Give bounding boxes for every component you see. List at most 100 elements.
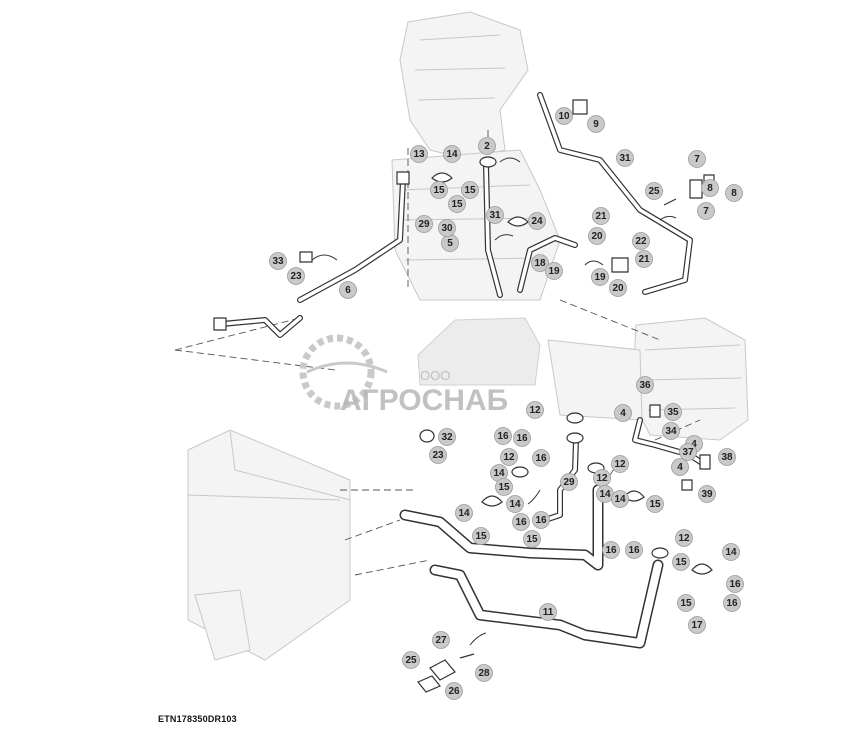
callout-label: 35	[667, 407, 679, 418]
callout-label: 19	[594, 272, 606, 283]
callout-15: 15	[461, 181, 479, 199]
callout-20: 20	[609, 279, 627, 297]
callout-19: 19	[591, 268, 609, 286]
callout-22: 22	[632, 232, 650, 250]
callout-label: 14	[725, 547, 737, 558]
callout-label: 13	[413, 149, 425, 160]
watermark-prefix: ООО	[420, 368, 450, 383]
callout-label: 30	[441, 223, 453, 234]
callout-label: 21	[595, 211, 607, 222]
callout-label: 16	[535, 515, 547, 526]
callout-label: 4	[691, 439, 697, 450]
callout-label: 33	[272, 256, 284, 267]
hose-6	[297, 171, 410, 303]
callout-12: 12	[675, 529, 693, 547]
callout-label: 15	[675, 557, 687, 568]
callout-label: 15	[451, 199, 463, 210]
callout-label: 37	[682, 447, 694, 458]
callout-label: 10	[558, 111, 570, 122]
hose-5	[483, 162, 503, 298]
callout-12: 12	[500, 448, 518, 466]
watermark-logo: ООО АГРОСНАБ	[299, 317, 541, 417]
callout-25: 25	[402, 651, 420, 669]
callout-label: 32	[441, 432, 453, 443]
callout-8: 8	[725, 184, 743, 202]
tube-33-37	[632, 417, 708, 468]
callout-label: 23	[432, 450, 444, 461]
callout-label: 19	[548, 266, 560, 277]
callout-25: 25	[645, 182, 663, 200]
callout-label: 23	[290, 271, 302, 282]
callout-label: 14	[614, 494, 626, 505]
callout-label: 2	[484, 141, 490, 152]
callout-14: 14	[611, 490, 629, 508]
callout-label: 7	[703, 206, 709, 217]
clamp-parts	[299, 99, 715, 693]
pipe-end-left	[213, 315, 303, 338]
callout-label: 12	[596, 473, 608, 484]
callout-15: 15	[672, 553, 690, 571]
callout-7: 7	[688, 150, 706, 168]
callout-9: 9	[587, 115, 605, 133]
callout-28: 28	[475, 664, 493, 682]
callout-label: 15	[464, 185, 476, 196]
callout-14: 14	[443, 145, 461, 163]
callout-label: 36	[639, 380, 651, 391]
callout-17: 17	[688, 616, 706, 634]
callout-label: 15	[498, 482, 510, 493]
callout-13: 13	[410, 145, 428, 163]
callout-label: 16	[535, 453, 547, 464]
callout-12: 12	[593, 469, 611, 487]
callout-label: 25	[648, 186, 660, 197]
callout-label: 15	[475, 531, 487, 542]
callout-16: 16	[723, 594, 741, 612]
callout-label: 20	[591, 231, 603, 242]
callout-label: 12	[678, 533, 690, 544]
callout-12: 12	[526, 401, 544, 419]
hose-13	[399, 484, 604, 571]
callout-14: 14	[455, 504, 473, 522]
callout-29: 29	[560, 473, 578, 491]
callout-26: 26	[445, 682, 463, 700]
callout-34: 34	[662, 422, 680, 440]
callout-6: 6	[339, 281, 357, 299]
callout-label: 16	[605, 545, 617, 556]
callout-16: 16	[625, 541, 643, 559]
callout-23: 23	[287, 267, 305, 285]
callout-label: 7	[694, 154, 700, 165]
callout-label: 9	[593, 119, 599, 130]
callout-label: 12	[529, 405, 541, 416]
callout-30: 30	[438, 219, 456, 237]
callout-15: 15	[448, 195, 466, 213]
callout-19: 19	[545, 262, 563, 280]
callout-16: 16	[726, 575, 744, 593]
callout-15: 15	[677, 594, 695, 612]
callout-label: 16	[497, 431, 509, 442]
callout-16: 16	[494, 427, 512, 445]
callout-11: 11	[539, 603, 557, 621]
callout-label: 31	[619, 153, 631, 164]
callout-31: 31	[616, 149, 634, 167]
callout-label: 15	[433, 185, 445, 196]
callout-label: 25	[405, 655, 417, 666]
callout-label: 24	[531, 216, 543, 227]
callout-15: 15	[472, 527, 490, 545]
callout-33: 33	[269, 252, 287, 270]
callout-label: 16	[515, 517, 527, 528]
callout-label: 8	[731, 188, 737, 199]
callout-16: 16	[532, 449, 550, 467]
transmission-ghost	[547, 317, 749, 441]
callout-label: 17	[691, 620, 703, 631]
callout-12: 12	[611, 455, 629, 473]
callout-15: 15	[646, 495, 664, 513]
callout-27: 27	[432, 631, 450, 649]
callout-label: 16	[726, 598, 738, 609]
callout-label: 15	[649, 499, 661, 510]
callout-label: 5	[447, 238, 453, 249]
callout-label: 21	[638, 254, 650, 265]
callout-label: 27	[435, 635, 447, 646]
callout-18: 18	[531, 254, 549, 272]
callout-16: 16	[532, 511, 550, 529]
callout-38: 38	[718, 448, 736, 466]
